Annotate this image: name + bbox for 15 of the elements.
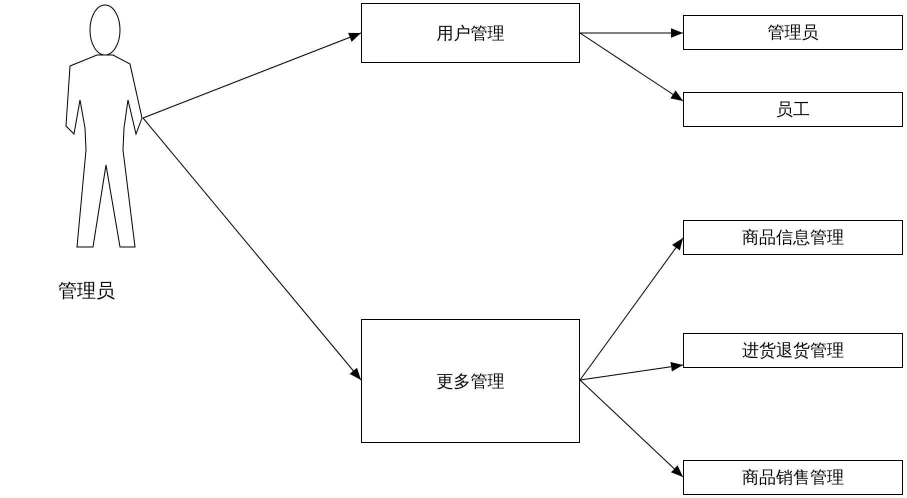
arrow bbox=[142, 32, 362, 118]
arrow bbox=[142, 118, 362, 380]
process-box: 员工 bbox=[683, 92, 903, 127]
arrow bbox=[580, 362, 684, 380]
process-box: 管理员 bbox=[683, 15, 903, 50]
arrow bbox=[580, 380, 684, 478]
arrow bbox=[580, 238, 684, 380]
process-box: 用户管理 bbox=[361, 3, 580, 63]
process-box: 进货退货管理 bbox=[683, 333, 903, 368]
process-box: 商品信息管理 bbox=[683, 220, 903, 255]
process-box: 商品销售管理 bbox=[683, 460, 903, 495]
actor-label: 管理员 bbox=[58, 279, 115, 304]
process-box: 更多管理 bbox=[361, 319, 580, 443]
arrow bbox=[580, 32, 684, 102]
arrow bbox=[580, 28, 684, 38]
